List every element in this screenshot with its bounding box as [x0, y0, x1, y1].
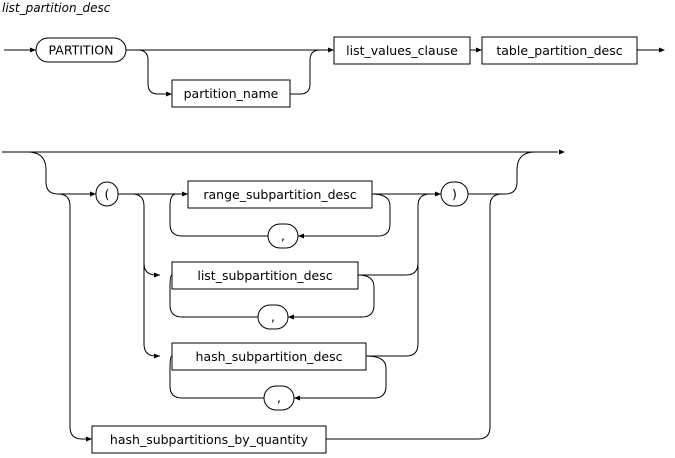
open-paren-label: (: [105, 187, 110, 202]
close-paren-keyword: ): [440, 181, 469, 207]
diagram-title: list_partition_desc: [2, 1, 111, 15]
partition-keyword-label: PARTITION: [49, 43, 114, 58]
hash-subpartitions-by-quantity-box: hash_subpartitions_by_quantity: [91, 425, 327, 454]
comma-label-hash: ,: [277, 390, 281, 405]
list-subpartition-desc-label: list_subpartition_desc: [197, 268, 332, 283]
hash-subpartitions-by-quantity-label: hash_subpartitions_by_quantity: [110, 432, 309, 447]
comma-keyword-range: ,: [267, 223, 299, 249]
list-values-clause-box: list_values_clause: [333, 36, 471, 65]
table-partition-desc-label: table_partition_desc: [496, 43, 622, 58]
range-subpartition-desc-box: range_subpartition_desc: [187, 180, 373, 209]
list-values-clause-label: list_values_clause: [346, 43, 458, 58]
hash-subpartition-desc-box: hash_subpartition_desc: [171, 342, 367, 371]
row-1-lines: [4, 49, 664, 95]
hash-subpartition-desc-label: hash_subpartition_desc: [196, 349, 343, 364]
partition-name-box: partition_name: [171, 79, 291, 108]
range-subpartition-desc-label: range_subpartition_desc: [203, 187, 356, 202]
list-subpartition-desc-box: list_subpartition_desc: [171, 261, 359, 290]
row-2-lines: [2, 151, 558, 440]
comma-keyword-list: ,: [257, 304, 289, 330]
close-paren-label: ): [452, 187, 457, 202]
partition-name-label: partition_name: [184, 86, 279, 101]
partition-keyword: PARTITION: [35, 37, 127, 63]
comma-label-list: ,: [271, 309, 275, 324]
table-partition-desc-box: table_partition_desc: [481, 36, 638, 65]
open-paren-keyword: (: [95, 181, 119, 207]
row-2-arrows: [86, 149, 565, 442]
comma-keyword-hash: ,: [263, 385, 295, 411]
row-1-arrows: [30, 47, 665, 97]
comma-label-range: ,: [281, 228, 285, 243]
